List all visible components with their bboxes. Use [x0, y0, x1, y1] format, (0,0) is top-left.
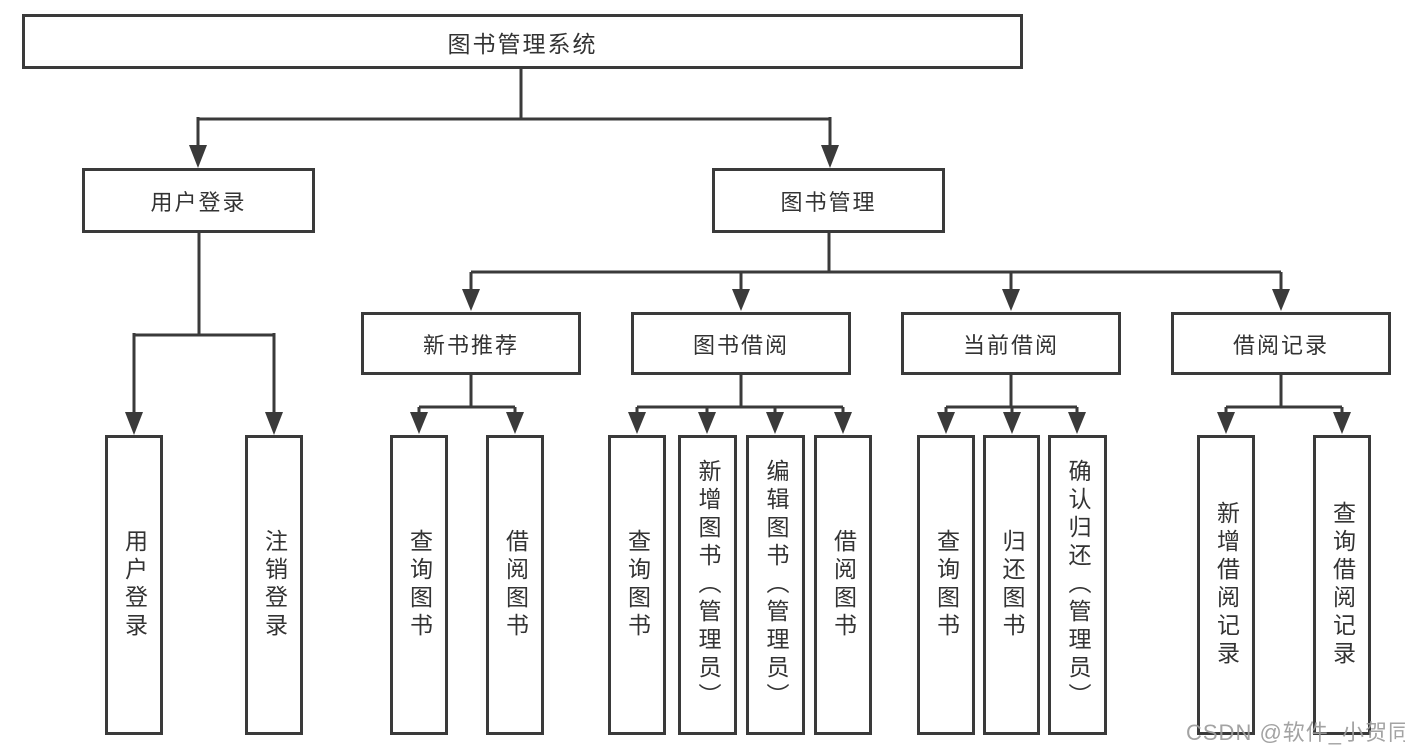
node-leaf-confirm-return-admin: 确认归还（管理员）: [1048, 435, 1107, 735]
node-leaf-user-login: 用户登录: [105, 435, 163, 735]
node-borrow-records: 借阅记录: [1171, 312, 1391, 375]
node-leaf-add-books-admin: 新增图书（管理员）: [678, 435, 737, 735]
node-leaf-recommend-query-books: 查询图书: [390, 435, 448, 735]
node-book-borrowing: 图书借阅: [631, 312, 851, 375]
node-leaf-borrow-query-books: 查询图书: [608, 435, 666, 735]
csdn-watermark: CSDN @软件_小贺同学: [1186, 720, 1405, 745]
node-leaf-borrow-books: 借阅图书: [814, 435, 872, 735]
node-user-login-branch: 用户登录: [82, 168, 315, 233]
node-new-book-recommend: 新书推荐: [361, 312, 581, 375]
node-leaf-recommend-borrow-books: 借阅图书: [486, 435, 544, 735]
node-book-management-branch: 图书管理: [712, 168, 945, 233]
node-leaf-logout: 注销登录: [245, 435, 303, 735]
node-leaf-edit-books-admin: 编辑图书（管理员）: [746, 435, 805, 735]
node-leaf-current-query-books: 查询图书: [917, 435, 975, 735]
node-root-library-system: 图书管理系统: [22, 14, 1023, 69]
node-leaf-add-borrow-record: 新增借阅记录: [1197, 435, 1255, 735]
node-leaf-query-borrow-record: 查询借阅记录: [1313, 435, 1371, 735]
node-leaf-return-books: 归还图书: [983, 435, 1040, 735]
node-current-borrowing: 当前借阅: [901, 312, 1121, 375]
